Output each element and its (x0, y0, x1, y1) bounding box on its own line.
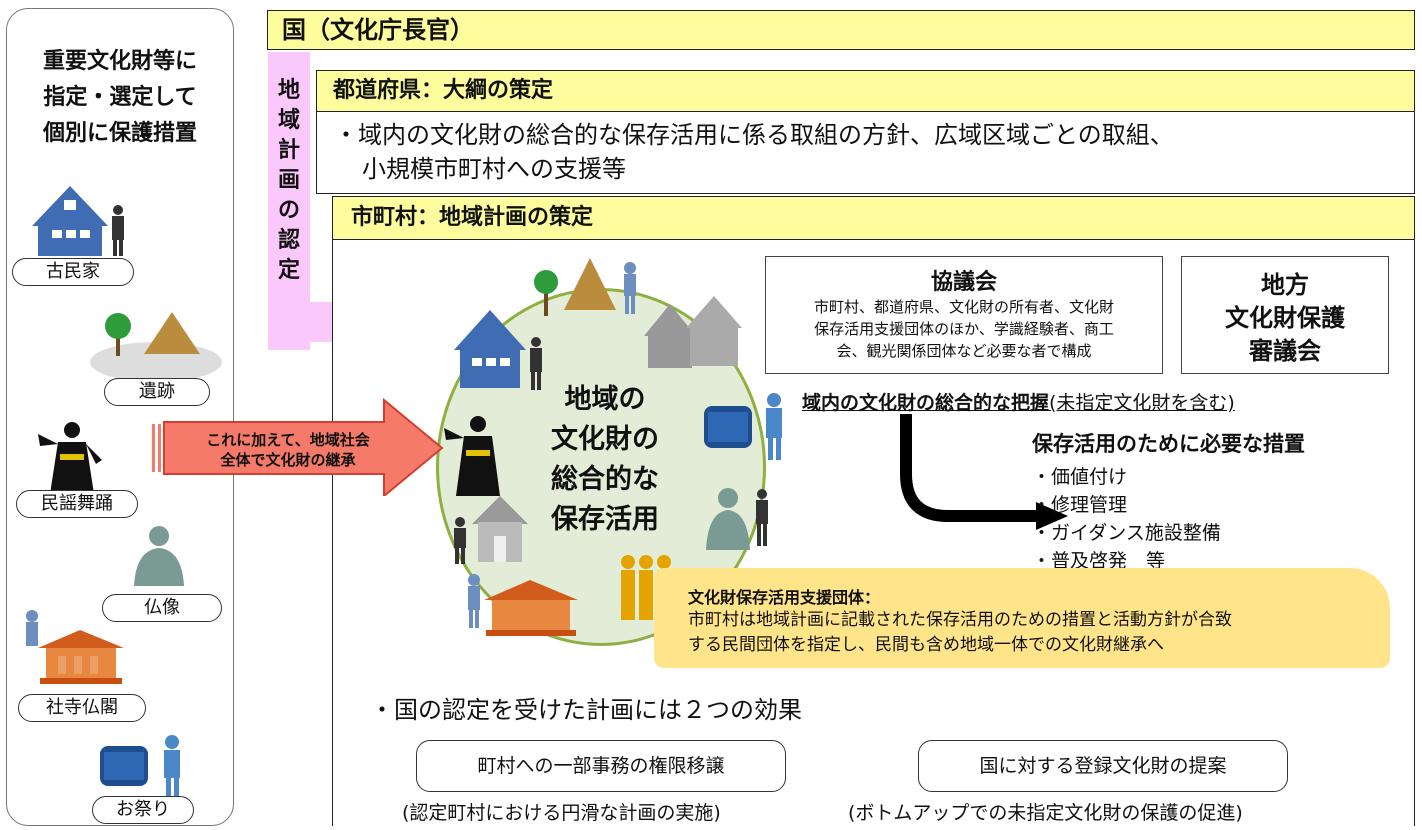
folk-dancer-icon-2 (444, 416, 500, 496)
label-folk-dance: 民謡舞踊 (16, 490, 138, 518)
left-title-line-3: 個別に保護措置 (42, 121, 197, 146)
red-arrow-line: 全体で文化財の継承 (220, 451, 356, 469)
approval-char: 認 (277, 228, 300, 253)
support-group-box (654, 568, 1390, 668)
measure-item: ・ガイダンス施設整備 (1032, 522, 1221, 544)
approval-char: 地 (277, 78, 300, 103)
measure-item: ・普及啓発 等 (1032, 550, 1166, 572)
council-box (765, 256, 1163, 374)
measure-item: ・価値付け (1032, 466, 1128, 488)
circle-line: 総合的な (551, 464, 659, 495)
old-house-icon (32, 186, 124, 256)
support-line: 市町村は地域計画に記載された保存活用のための措置と活動方針が合致 (688, 610, 1232, 630)
circle-label: 地域の 文化財の 総合的な 保存活用 (520, 380, 690, 540)
support-line: する民間団体を指定し、民間も含め地域一体での文化財継承へ (688, 635, 1164, 655)
gassho-house-icon (644, 296, 742, 368)
left-title-line-2: 指定・選定して (43, 85, 197, 110)
ruins-icon (90, 312, 222, 382)
measures-arrow (900, 414, 1068, 530)
label-old-house: 古民家 (12, 258, 134, 286)
council-desc-line: 市町村、都道府県、文化財の所有者、文化財 (813, 298, 1114, 316)
prefecture-header: 都道府県：大綱の策定 (316, 70, 1415, 112)
board-line: 地方 (1261, 271, 1309, 299)
label-temple: 社寺仏閣 (18, 694, 146, 722)
ruins-tree-icon (534, 258, 636, 316)
national-header: 国（文化庁長官） (267, 10, 1415, 50)
label-festival: お祭り (92, 796, 194, 824)
approval-char: 計 (277, 138, 300, 163)
approval-band (268, 52, 310, 350)
effect-registration-note: (ボトムアップでの未指定文化財の保護の促進) (848, 802, 1243, 824)
council-desc-line: 会、観光関係団体など必要な者で構成 (836, 342, 1092, 360)
comprehensive-grasp: 域内の文化財の総合的な把握(未指定文化財を含む) (802, 388, 1235, 415)
approval-char: の (277, 198, 300, 223)
grasp-strong-text: 域内の文化財の総合的な把握 (802, 392, 1050, 414)
left-panel-title: 重要文化財等に 指定・選定して 個別に保護措置 (20, 44, 220, 152)
left-title-line-1: 重要文化財等に (42, 49, 197, 74)
approval-label: 地 域 計 画 の 認 定 (272, 76, 306, 286)
support-group-title: 文化財保存活用支援団体： (688, 588, 881, 607)
buddha-statue-icon-2 (706, 488, 768, 550)
circle-line: 地域の (564, 384, 646, 415)
approval-char: 域 (277, 108, 300, 133)
effect-registration-proposal: 国に対する登録文化財の提案 (918, 740, 1288, 792)
measure-item: ・修理管理 (1032, 494, 1128, 516)
council-title: 協議会 (930, 270, 997, 295)
circle-line: 保存活用 (551, 504, 659, 535)
circle-line: 文化財の (551, 424, 659, 455)
approval-char: 定 (277, 258, 300, 283)
prefecture-text: ・域内の文化財の総合的な保存活用に係る取組の方針、広域区域ごとの取組、 小規模市… (334, 118, 1404, 186)
temple-icon-2 (468, 574, 578, 636)
grasp-note: (未指定文化財を含む) (1049, 392, 1235, 414)
protection-board-box: 地方 文化財保護 審議会 (1181, 256, 1389, 374)
board-line: 審議会 (1249, 337, 1321, 365)
folk-dancer-icon (38, 422, 102, 494)
effect-authority-transfer: 町村への一部事務の権限移譲 (416, 740, 786, 792)
left-panel (6, 8, 234, 826)
red-arrow-line: これに加えて、地域社会 (206, 431, 370, 449)
label-ruins: 遺跡 (104, 378, 210, 406)
temple-icon (26, 610, 124, 684)
council-desc-line: 保存活用支援団体のほか、学識経験者、商工 (814, 320, 1114, 338)
festival-drum-icon-2 (704, 393, 782, 460)
community-succession-arrow (152, 397, 444, 496)
effect-authority-note: (認定町村における円滑な計画の実施) (402, 802, 721, 824)
label-buddha: 仏像 (102, 594, 222, 622)
house-gray-icon (454, 496, 528, 564)
prefecture-line-1: ・域内の文化財の総合的な保存活用に係る取組の方針、広域区域ごとの取組、 (334, 121, 1174, 149)
festival-drum-icon (100, 735, 180, 796)
council-description: 市町村、都道府県、文化財の所有者、文化財 保存活用支援団体のほか、学識経験者、商… (772, 296, 1156, 362)
effects-title: ・国の認定を受けた計画には２つの効果 (370, 696, 802, 724)
prefecture-line-2: 小規模市町村への支援等 (362, 155, 626, 183)
measures-title: 保存活用のために必要な措置 (1032, 432, 1305, 456)
community-succession-text: これに加えて、地域社会 全体で文化財の継承 (168, 430, 408, 470)
approval-char: 画 (277, 168, 300, 193)
old-house-icon-2 (454, 310, 542, 390)
municipality-header: 市町村：地域計画の策定 (332, 196, 1415, 240)
support-group-text: 市町村は地域計画に記載された保存活用のための措置と活動方針が合致 する民間団体を… (688, 608, 1232, 658)
buddha-statue-icon (134, 526, 184, 586)
board-line: 文化財保護 (1225, 304, 1345, 332)
